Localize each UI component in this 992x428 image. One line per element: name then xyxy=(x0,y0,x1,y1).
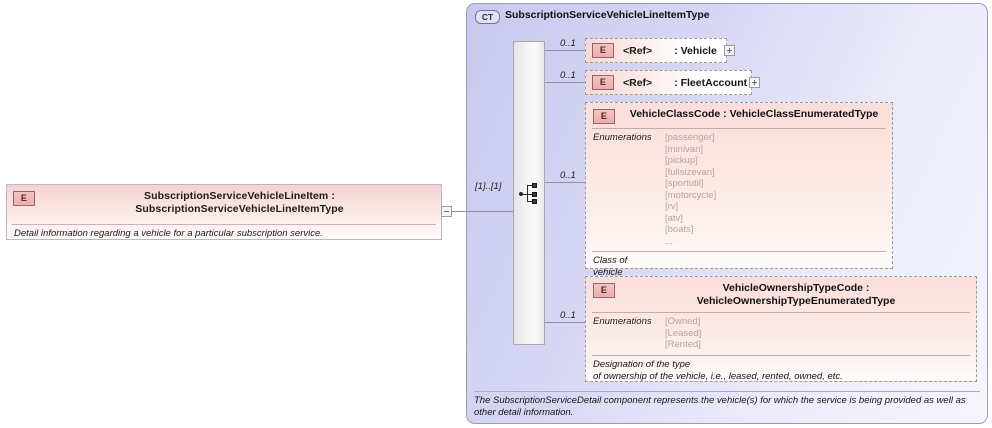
enumeration-value: ... xyxy=(665,235,673,247)
seq-branch-3 xyxy=(527,201,533,202)
root-to-ct-line xyxy=(452,211,467,212)
root-element-header: E SubscriptionServiceVehicleLineItem : S… xyxy=(7,185,441,220)
vehicle-class-code-title: VehicleClassCode : VehicleClassEnumerate… xyxy=(629,108,879,120)
vehicle-ownership-divider-bottom xyxy=(592,354,970,356)
enumeration-value: [minivan] xyxy=(665,143,704,155)
complex-type-footer-text: The SubscriptionServiceDetail component … xyxy=(474,395,966,418)
plus-expander-icon[interactable] xyxy=(724,45,735,56)
enumerations-label: Enumerations xyxy=(593,316,652,327)
child-4-cardinality: 0..1 xyxy=(560,310,576,321)
sequence-compositor-icon[interactable] xyxy=(519,183,541,205)
enumeration-value: [boats] xyxy=(665,224,694,235)
vehicle-class-code-box[interactable]: E VehicleClassCode : VehicleClassEnumera… xyxy=(585,102,893,278)
child-4-connector-line xyxy=(545,322,585,323)
ref-vehicle-type: : Vehicle xyxy=(674,44,717,57)
enumeration-values-list: [Owned][Leased][Rented] xyxy=(665,316,970,351)
enumerations-label: Enumerations xyxy=(593,132,652,143)
element-badge-icon: E xyxy=(13,191,35,206)
seq-origin-dot xyxy=(519,192,523,196)
ref-fleetaccount-type: : FleetAccount xyxy=(674,76,748,89)
element-badge-icon: E xyxy=(593,283,615,298)
vehicle-class-code-enumerations: Enumerations [passenger][minivan][pickup… xyxy=(586,129,892,251)
minus-expander-icon[interactable] xyxy=(441,206,452,217)
vehicle-ownership-divider-top xyxy=(592,312,970,313)
complex-type-badge-icon: CT xyxy=(475,10,500,24)
enumeration-value: [atv] xyxy=(665,212,683,224)
element-badge-icon: E xyxy=(592,43,614,58)
enumeration-value: [Leased] xyxy=(665,327,702,339)
child-2-cardinality: 0..1 xyxy=(560,70,576,81)
root-element-documentation: Detail information regarding a vehicle f… xyxy=(14,228,323,239)
enumeration-value: [Owned] xyxy=(665,316,701,327)
child-3-cardinality: 0..1 xyxy=(560,170,576,181)
root-element-title: SubscriptionServiceVehicleLineItem : Sub… xyxy=(135,190,344,215)
seq-node-1 xyxy=(532,183,537,188)
ct-entry-line xyxy=(467,211,513,212)
enumeration-value: [fullsizevan] xyxy=(665,166,715,178)
enumeration-value: [pickup] xyxy=(665,155,698,166)
enumeration-value: [sportutil] xyxy=(665,178,704,189)
element-badge-icon: E xyxy=(593,109,615,124)
vehicle-class-code-header: E VehicleClassCode : VehicleClassEnumera… xyxy=(586,103,892,128)
ref-fleetaccount-label: <Ref> xyxy=(623,76,653,89)
sequence-model-bar[interactable] xyxy=(513,41,545,345)
ref-vehicle-label: <Ref> xyxy=(623,44,653,57)
child-1-cardinality: 0..1 xyxy=(560,38,576,49)
complex-type-footer-divider xyxy=(474,391,980,392)
ref-fleetaccount-box[interactable]: E <Ref> : FleetAccount xyxy=(585,70,752,95)
seq-branch-2 xyxy=(527,193,533,195)
seq-node-2 xyxy=(532,191,537,197)
seq-branch-1 xyxy=(527,185,533,186)
vehicle-ownership-type-code-title: VehicleOwnershipTypeCode : VehicleOwners… xyxy=(696,282,896,307)
vehicle-class-code-divider-bottom xyxy=(592,251,886,252)
enumeration-value: [passenger] xyxy=(665,132,715,143)
enumeration-value: [rv] xyxy=(665,201,679,212)
seq-node-3 xyxy=(532,199,537,204)
vehicle-ownership-type-code-header: E VehicleOwnershipTypeCode : VehicleOwne… xyxy=(586,277,976,312)
plus-expander-icon[interactable] xyxy=(749,77,760,88)
root-element-box[interactable]: E SubscriptionServiceVehicleLineItem : S… xyxy=(6,184,442,240)
vehicle-ownership-enumerations: Enumerations [Owned][Leased][Rented] xyxy=(586,313,976,355)
compositor-cardinality: [1]..[1] xyxy=(475,181,502,192)
element-badge-icon: E xyxy=(592,75,614,90)
enumeration-value: [Rented] xyxy=(665,339,701,350)
child-3-connector-line xyxy=(545,182,585,183)
complex-type-title: SubscriptionServiceVehicleLineItemType xyxy=(505,9,710,21)
vehicle-class-code-divider-top xyxy=(592,128,886,129)
seq-stem xyxy=(522,193,528,195)
root-element-divider xyxy=(12,224,436,225)
ref-vehicle-box[interactable]: E <Ref> : Vehicle xyxy=(585,38,727,63)
enumeration-values-list: [passenger][minivan][pickup][fullsizevan… xyxy=(665,132,886,247)
enumeration-value: [motorcycle] xyxy=(665,189,717,201)
child-2-connector-line xyxy=(545,82,585,83)
vehicle-ownership-type-code-box[interactable]: E VehicleOwnershipTypeCode : VehicleOwne… xyxy=(585,276,977,382)
child-1-connector-line xyxy=(545,50,585,51)
